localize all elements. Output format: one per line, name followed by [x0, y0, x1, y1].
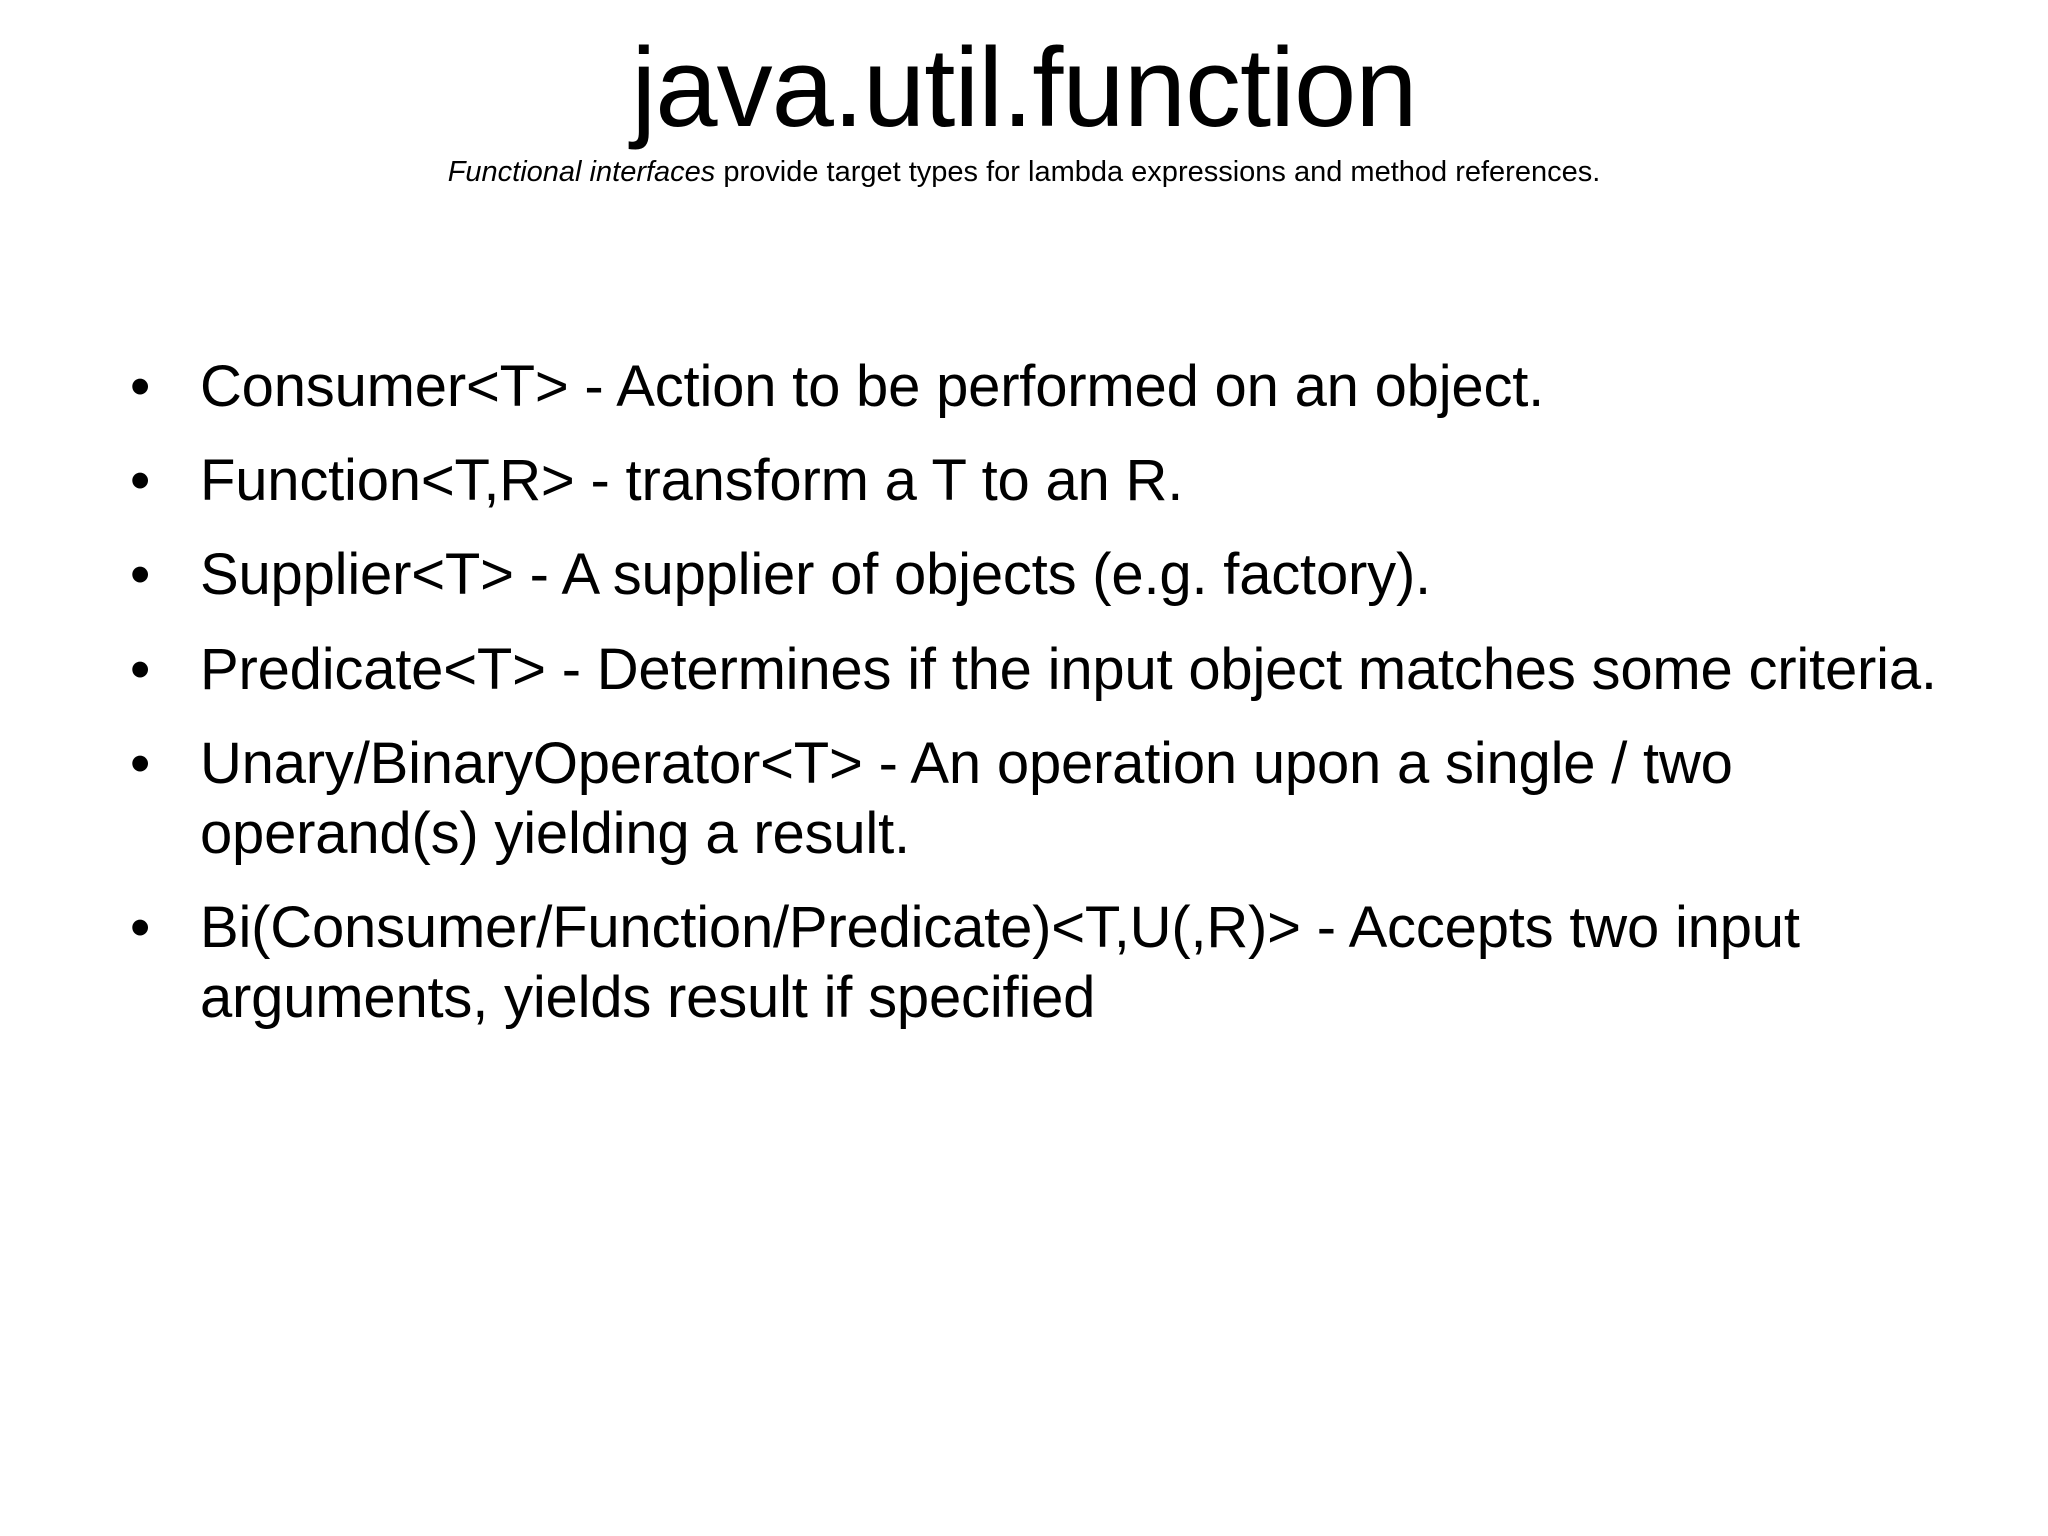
bullet-dot-icon: • [130, 448, 151, 514]
list-item-text: Function<T,R> - transform a T to an R. [200, 448, 1184, 514]
slide-subtitle: Functional interfaces provide target typ… [0, 155, 2048, 190]
bullet-dot-icon: • [130, 354, 151, 419]
slide-subtitle-emphasis: Functional interfaces [447, 155, 716, 188]
list-item: • Supplier<T> - A supplier of objects (e… [118, 540, 1958, 610]
bullet-dot-icon: • [130, 730, 151, 796]
bullet-dot-icon: • [130, 636, 151, 702]
list-item-text: Predicate<T> - Determines if the input o… [200, 636, 1937, 702]
list-item-text: Unary/BinaryOperator<T> - An operation u… [200, 730, 1733, 866]
bullet-list: • Consumer<T> - Action to be performed o… [118, 352, 1958, 1033]
list-item-text: Supplier<T> - A supplier of objects (e.g… [200, 542, 1431, 608]
list-item: • Unary/BinaryOperator<T> - An operation… [118, 729, 1958, 869]
list-item: • Bi(Consumer/Function/Predicate)<T,U(,R… [118, 893, 1958, 1033]
bullet-dot-icon: • [130, 542, 151, 608]
slide-header: java.util.function Functional interfaces… [0, 25, 2048, 190]
list-item: • Predicate<T> - Determines if the input… [118, 635, 1958, 705]
list-item: • Function<T,R> - transform a T to an R. [118, 446, 1958, 516]
list-item-text: Bi(Consumer/Function/Predicate)<T,U(,R)>… [200, 895, 1800, 1031]
page-title: java.util.function [631, 25, 1417, 150]
slide-subtitle-rest: provide target types for lambda expressi… [715, 155, 1601, 188]
bullet-dot-icon: • [130, 895, 151, 961]
slide-body: • Consumer<T> - Action to be performed o… [118, 352, 1958, 1033]
list-item: • Consumer<T> - Action to be performed o… [118, 352, 1958, 422]
list-item-text: Consumer<T> - Action to be performed on … [200, 354, 1545, 419]
